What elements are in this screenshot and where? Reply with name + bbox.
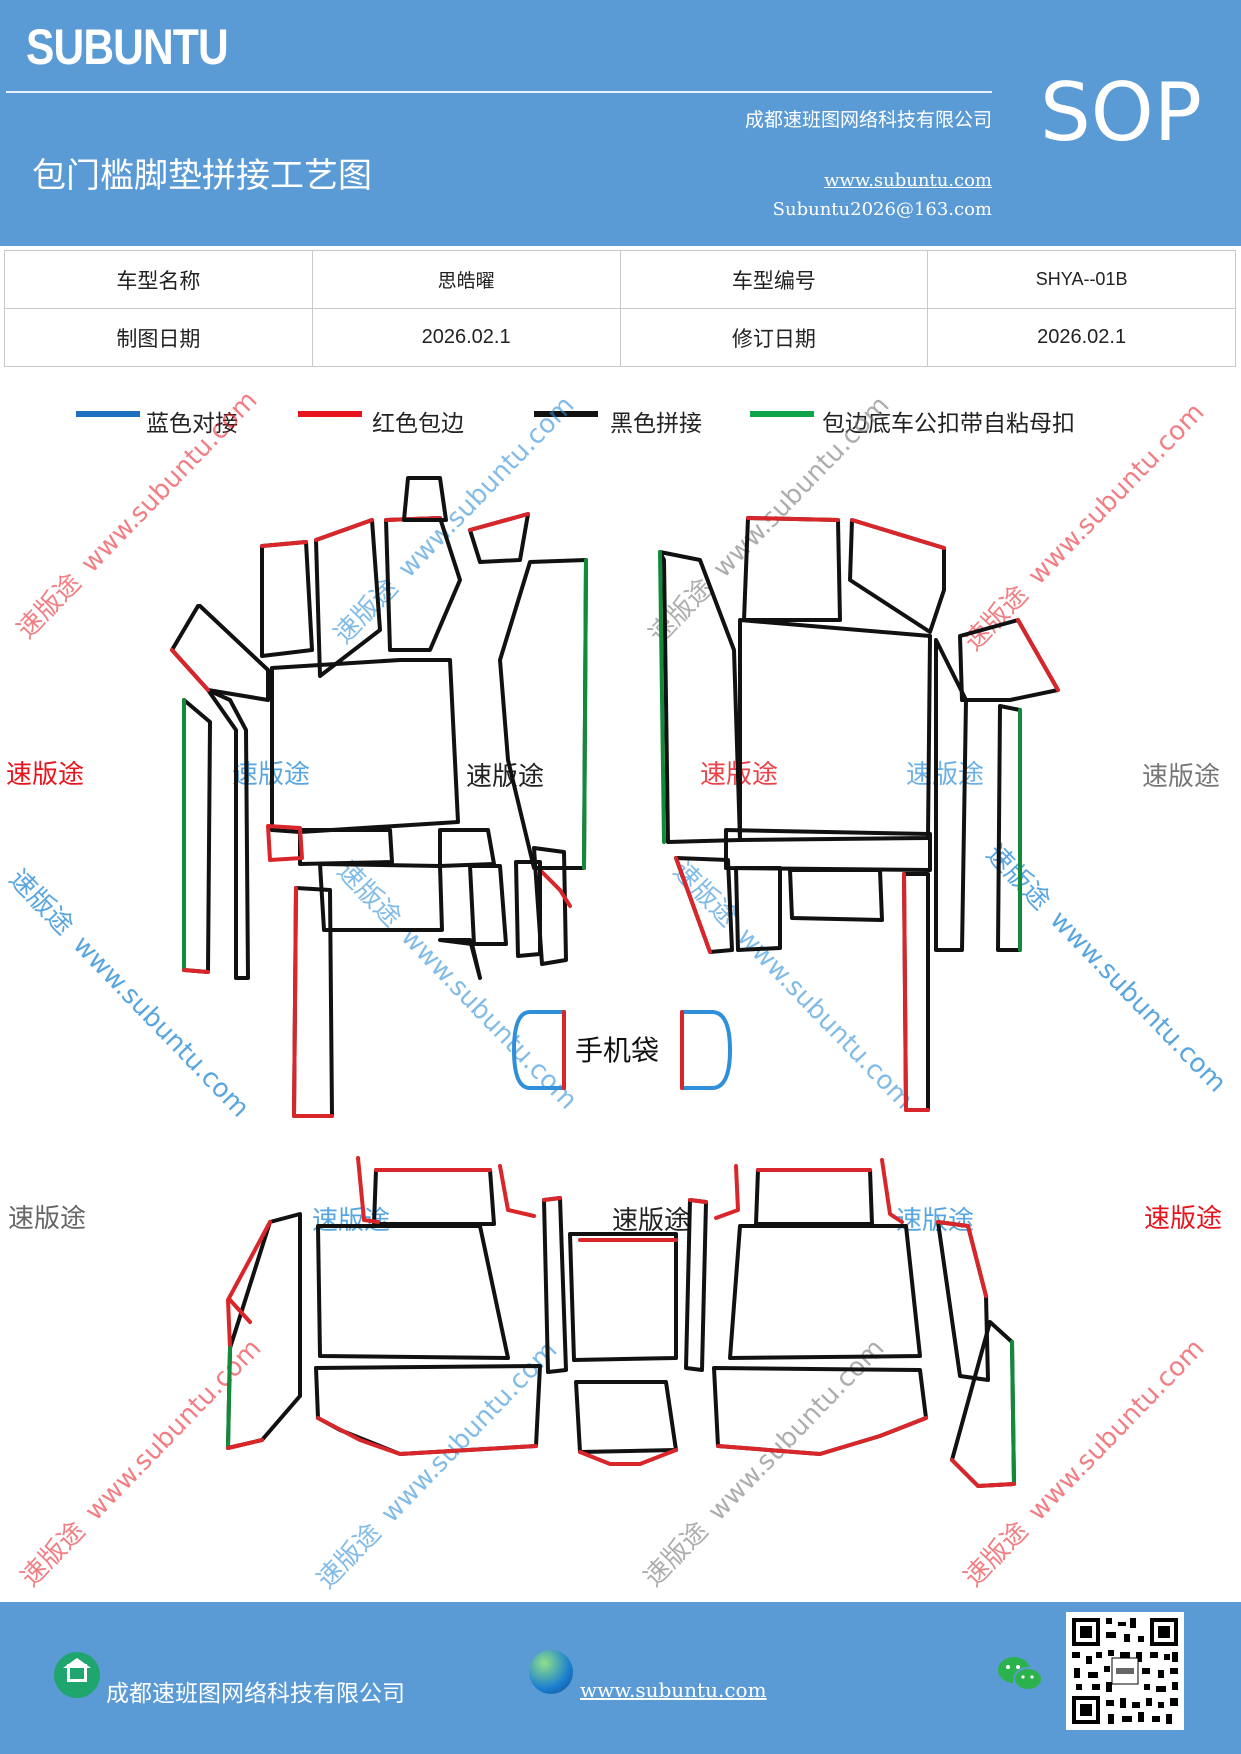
globe-icon (529, 1650, 573, 1694)
legend-item-red: 红色包边 (298, 402, 498, 438)
label-draw-date: 制图日期 (4, 308, 313, 367)
watermark-url: www.subuntu.com (1044, 905, 1232, 1098)
page-title: 包门槛脚垫拼接工艺图 (32, 156, 372, 196)
mat-pieces (170, 476, 1060, 1488)
watermark-text: 速版途 (896, 1206, 974, 1236)
email-address[interactable]: Subuntu2026@163.com (772, 199, 992, 220)
label-model-code: 车型编号 (619, 250, 929, 309)
legend-swatch-red (298, 411, 362, 417)
watermark-text: 速版途 (1142, 762, 1220, 792)
home-icon (54, 1652, 100, 1698)
rear-mats (226, 1156, 1016, 1488)
watermark-url: www.subuntu.com (731, 922, 919, 1115)
diagonal-watermark: 速版途 www.subuntu.com (958, 1333, 1210, 1592)
legend-swatch-green (750, 411, 814, 417)
watermark-text: 速版途 (612, 1206, 690, 1236)
watermark-text: 速版途 (958, 580, 1034, 657)
diagonal-watermark: 速版途 www.subuntu.com (311, 1335, 563, 1594)
label-model-name: 车型名称 (4, 250, 313, 309)
watermark-text: 速版途 (466, 762, 544, 792)
sop-badge: SOP (1040, 66, 1202, 159)
website-link[interactable]: www.subuntu.com (824, 170, 992, 191)
watermark-text: 速版途 (8, 1204, 86, 1234)
value-revise-date: 2026.02.1 (927, 308, 1236, 367)
value-model-name: 思皓曜 (311, 250, 621, 309)
watermark-url: www.subuntu.com (1022, 397, 1210, 590)
diagonal-watermark: 速版途 www.subuntu.com (11, 385, 263, 644)
qr-code[interactable] (1066, 1612, 1184, 1730)
brand-logo: SUBUNTU (26, 19, 229, 75)
rear-gusset-edge (228, 1298, 252, 1324)
watermark-url: www.subuntu.com (1022, 1333, 1210, 1526)
front-right-mat (658, 516, 1060, 1112)
watermark-text: 速版途 (11, 568, 87, 645)
header-banner: SUBUNTU 成都速班图网络科技有限公司 包门槛脚垫拼接工艺图 www.sub… (0, 0, 1241, 246)
watermark-text: 速版途 (638, 1516, 714, 1593)
watermark-layer: 速版途 www.subuntu.com 速版途 www.subuntu.com … (3, 385, 1232, 1594)
watermark-url: www.subuntu.com (75, 385, 263, 578)
front-left-mat (170, 476, 588, 1118)
wechat-icon (998, 1657, 1043, 1691)
legend-item-black: 黑色拼接 (534, 402, 734, 438)
watermark-text: 速版途 (311, 1518, 387, 1595)
footer-banner: 成都速班图网络科技有限公司 www.subuntu.com (0, 1602, 1241, 1754)
diagonal-watermark: 速版途 www.subuntu.com (980, 839, 1232, 1098)
label-revise-date: 修订日期 (619, 308, 929, 367)
legend-swatch-black (534, 411, 598, 417)
legend-label: 黑色拼接 (610, 411, 702, 437)
legend-swatch-blue (76, 411, 140, 417)
watermark-text: 速版途 (980, 839, 1056, 916)
watermark-text: 速版途 (958, 1516, 1034, 1593)
legend-label: 包边底车公扣带自粘母扣 (822, 411, 1075, 437)
watermark-url: www.subuntu.com (707, 390, 895, 583)
diagonal-watermark: 速版途 www.subuntu.com (638, 1333, 890, 1592)
diagonal-watermark: 速版途 www.subuntu.com (958, 397, 1210, 656)
watermark-url: www.subuntu.com (67, 930, 255, 1123)
watermark-text: 速版途 (1144, 1204, 1222, 1234)
header-divider (6, 91, 992, 93)
watermark-text: 速版途 (6, 760, 84, 790)
footer-website-link[interactable]: www.subuntu.com (580, 1678, 767, 1702)
vehicle-info-table: 车型名称 思皓曜 车型编号 SHYA--01B 制图日期 2026.02.1 修… (4, 250, 1236, 367)
legend-item-blue: 蓝色对接 (76, 402, 276, 438)
watermark-url: www.subuntu.com (702, 1333, 890, 1526)
value-draw-date: 2026.02.1 (311, 308, 621, 367)
watermark-text: 速版途 (3, 864, 79, 941)
footer-company: 成都速班图网络科技有限公司 (106, 1681, 405, 1707)
table-row: 制图日期 2026.02.1 修订日期 2026.02.1 (4, 308, 1236, 367)
phone-pocket-right (680, 1010, 732, 1090)
company-name: 成都速班图网络科技有限公司 (744, 109, 992, 131)
watermark-text: 速版途 (15, 1516, 91, 1593)
watermark-url: www.subuntu.com (392, 390, 580, 583)
watermark-text: 速版途 (906, 760, 984, 790)
diagonal-watermark: 速版途 www.subuntu.com (3, 864, 255, 1123)
legend-label: 红色包边 (372, 411, 464, 437)
watermark-text: 速版途 (331, 856, 407, 933)
legend-label: 蓝色对接 (146, 411, 238, 437)
phone-pocket-label: 手机袋 (575, 1034, 659, 1067)
phone-pocket-left (512, 1010, 566, 1090)
legend-item-green: 包边底车公扣带自粘母扣 (750, 402, 1130, 438)
diagonal-watermark: 速版途 www.subuntu.com (331, 856, 583, 1115)
watermark-url: www.subuntu.com (79, 1333, 267, 1526)
